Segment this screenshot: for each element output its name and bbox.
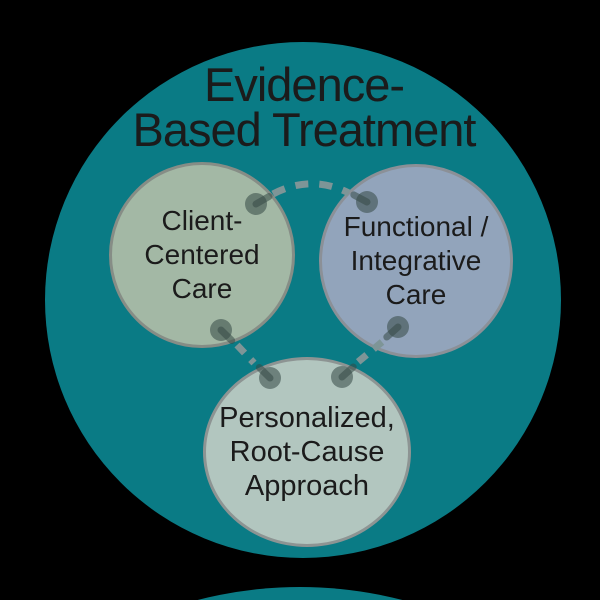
node-client-centered-care: Client- Centered Care [109,162,295,348]
node-label-functional-integrative-care: Functional / Integrative Care [344,210,489,312]
partial-circle-bottom [0,587,600,600]
node-label-personalized-root-cause-approach: Personalized, Root-Cause Approach [219,401,395,503]
node-line: Centered [144,239,260,270]
diagram-title: Evidence- Based Treatment [4,58,600,156]
title-line-2: Based Treatment [132,103,477,156]
node-line: Personalized, [219,402,395,434]
node-line: Integrative [350,245,482,276]
node-functional-integrative-care: Functional / Integrative Care [319,164,513,358]
title-line-1: Evidence- [204,58,405,111]
node-line: Root-Cause [229,436,385,468]
node-line: Functional / [343,211,489,242]
node-label-client-centered-care: Client- Centered Care [144,204,259,306]
node-line: Approach [244,470,370,502]
node-line: Care [385,279,447,310]
node-line: Client- [161,205,243,236]
node-line: Care [171,273,233,304]
node-personalized-root-cause-approach: Personalized, Root-Cause Approach [203,357,411,547]
